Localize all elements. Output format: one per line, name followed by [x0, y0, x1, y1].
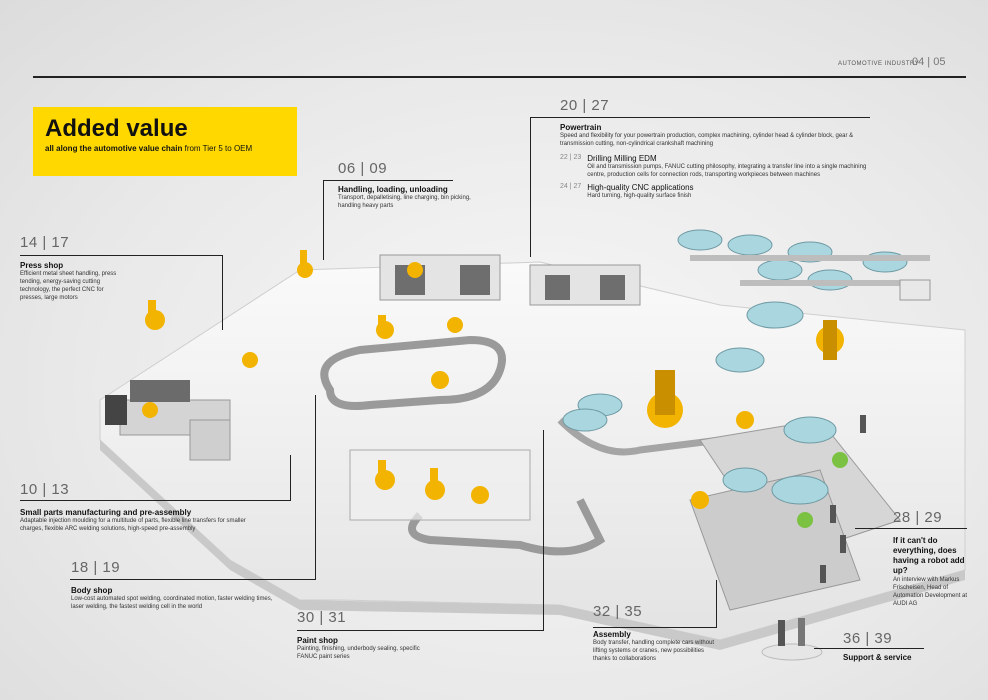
support-platform	[761, 643, 823, 661]
interview-desc: An interview with Markus Frischeisen, He…	[893, 577, 968, 607]
press-desc: Efficient metal sheet handling, press te…	[20, 271, 117, 301]
top-rule	[33, 76, 966, 78]
sub1-pages: 22 | 23	[560, 154, 582, 161]
header-page-numbers: 04 | 05	[912, 56, 946, 68]
section-body: 18 | 19 Body shop Low-cost automated spo…	[71, 559, 286, 611]
leader-paint-v	[543, 430, 544, 631]
sub2-desc: Hard turning, high-quality surface finis…	[587, 193, 692, 199]
leader-powertrain-h	[530, 117, 870, 118]
subtitle-rest: from Tier 5 to OEM	[182, 144, 253, 153]
conveyor-paint	[408, 498, 606, 556]
support-title: Support & service	[843, 653, 912, 662]
press-pages: 14 | 17	[20, 234, 70, 251]
subtitle-bold: all along the automotive value chain	[45, 144, 183, 153]
conveyor-assembly	[557, 417, 763, 473]
press-machines	[105, 380, 231, 461]
assembly-title: Assembly	[593, 630, 631, 639]
powertrain-sub2: 24 | 27 High-quality CNC applications Ha…	[560, 183, 880, 200]
leader-press-v	[222, 255, 223, 330]
leader-small-h	[20, 500, 290, 501]
assembly-desc: Body transfer, handling complete cars wi…	[593, 640, 715, 662]
section-press: 14 | 17 Press shop Efficient metal sheet…	[20, 234, 125, 302]
section-powertrain: 20 | 27 Powertrain Speed and flexibility…	[560, 97, 880, 200]
body-title: Body shop	[71, 586, 113, 595]
support-person-right	[798, 618, 805, 646]
header-label: AUTOMOTIVE INDUSTRY	[838, 61, 920, 67]
powertrain-title: Powertrain	[560, 123, 602, 132]
robot-arms	[142, 250, 844, 509]
factory-floor-edge	[100, 440, 965, 650]
workers	[820, 415, 866, 583]
page-title: Added value	[45, 115, 188, 142]
leader-powertrain-v	[530, 117, 531, 257]
section-assembly: 32 | 35 Assembly Body transfer, handling…	[593, 603, 718, 663]
body-pages: 18 | 19	[71, 559, 121, 576]
leader-press-h	[20, 255, 223, 256]
small-parts-desc: Adaptable injection moulding for a multi…	[20, 518, 246, 532]
section-small-parts: 10 | 13 Small parts manufacturing and pr…	[20, 481, 260, 533]
paint-pages: 30 | 31	[297, 609, 347, 626]
handling-desc: Transport, depalletising, line charging,…	[338, 195, 471, 209]
leader-handling-v	[323, 180, 324, 260]
car-transporter	[690, 255, 931, 301]
page-subtitle: all along the automotive value chain fro…	[45, 144, 252, 153]
powertrain-pages: 20 | 27	[560, 97, 610, 114]
section-paint: 30 | 31 Paint shop Painting, finishing, …	[297, 609, 427, 661]
section-handling: 06 | 09 Handling, loading, unloading Tra…	[338, 160, 473, 210]
assembly-pages: 32 | 35	[593, 603, 643, 620]
sub1-desc: Oil and transmission pumps, FANUC cuttin…	[587, 164, 867, 178]
small-parts-pages: 10 | 13	[20, 481, 70, 498]
machining-centres	[379, 254, 641, 306]
leader-small-v	[290, 455, 291, 501]
leader-body-v	[315, 395, 316, 580]
paint-title: Paint shop	[297, 636, 338, 645]
powertrain-desc: Speed and flexibility for your powertrai…	[560, 133, 854, 147]
interview-title: If it can't do everything, does having a…	[893, 536, 965, 575]
cobot-arms	[797, 452, 848, 528]
support-pages: 36 | 39	[843, 630, 893, 647]
sub2-pages: 24 | 27	[560, 183, 582, 190]
leader-interview-h	[855, 528, 967, 529]
hero-box: Added value all along the automotive val…	[33, 107, 297, 176]
sub1-title: Drilling Milling EDM	[587, 154, 657, 163]
section-support: 36 | 39 Support & service	[843, 630, 953, 662]
leader-support-h	[814, 648, 924, 649]
powertrain-sub1: 22 | 23 Drilling Milling EDM Oil and tra…	[560, 154, 880, 179]
leader-paint-h	[297, 630, 543, 631]
handling-title: Handling, loading, unloading	[338, 185, 448, 194]
leader-assembly-v	[716, 580, 717, 628]
leader-body-h	[70, 579, 315, 580]
section-interview: 28 | 29 If it can't do everything, does …	[893, 509, 973, 608]
press-title: Press shop	[20, 261, 64, 270]
sub2-title: High-quality CNC applications	[587, 183, 694, 192]
car-bodies	[562, 229, 908, 505]
support-person-left	[778, 620, 785, 646]
interview-pages: 28 | 29	[893, 509, 943, 526]
conveyor-loop	[320, 335, 506, 410]
body-desc: Low-cost automated spot welding, coordin…	[71, 596, 273, 610]
leader-assembly-h	[593, 627, 716, 628]
leader-handling-h	[323, 180, 453, 181]
small-parts-title: Small parts manufacturing and pre-assemb…	[20, 508, 192, 517]
handling-pages: 06 | 09	[338, 160, 388, 177]
paint-desc: Painting, finishing, underbody sealing, …	[297, 646, 420, 660]
